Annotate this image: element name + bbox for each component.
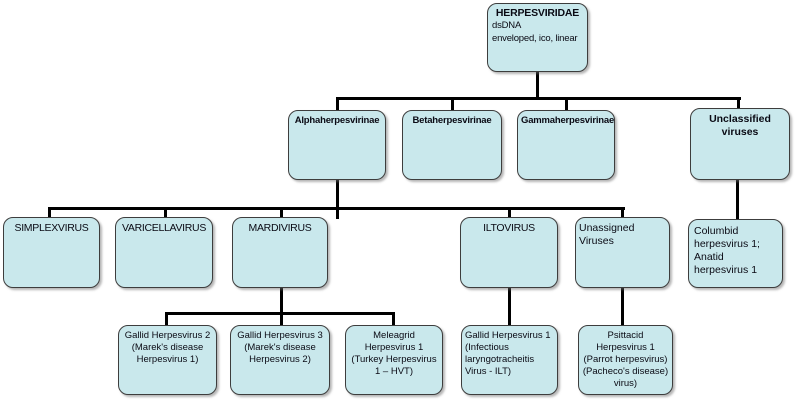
connector-species-bus	[165, 312, 395, 315]
node-gallid-herpesvirus-1: Gallid Herpesvirus 1 (Infectious laryngo…	[461, 325, 558, 395]
node-mardivirus: MARDIVIRUS	[232, 217, 328, 288]
node-gallid-herpesvirus-1-label: Gallid Herpesvirus 1 (Infectious laryngo…	[465, 330, 551, 377]
connector-stub-simplexvirus	[48, 209, 51, 218]
connector-stub-unclassified	[737, 99, 740, 109]
connector-stub-gammaherpesvirinae	[565, 99, 568, 111]
connector-unassigned-to-psittacid	[621, 287, 624, 326]
connector-stub-betaherpesvirinae	[451, 99, 454, 111]
node-varicellavirus-label: VARICELLAVIRUS	[121, 222, 207, 234]
node-gammaherpesvirinae-label: Gammaherpesvirinae	[521, 115, 615, 126]
node-psittacid-herpesvirus-1-label: Psittacid Herpesvirus 1 (Parrot herpesvi…	[582, 330, 669, 389]
connector-root-to-subfamily-bus	[536, 71, 539, 100]
connector-stub-gallid2	[165, 314, 168, 326]
node-simplexvirus-label: SIMPLEXVIRUS	[14, 222, 89, 234]
connector-stub-meleagrid	[392, 314, 395, 326]
node-betaherpesvirinae-label: Betaherpesvirinae	[412, 115, 492, 126]
node-unclassified-viruses-label: Unclassified viruses	[709, 113, 771, 139]
node-gallid-herpesvirus-3-label: Gallid Herpesvirus 3 (Marek's disease He…	[237, 330, 323, 365]
connector-stub-mardivirus	[280, 209, 283, 218]
connector-genus-bus	[48, 207, 625, 210]
node-mardivirus-label: MARDIVIRUS	[248, 222, 312, 234]
node-herpesviridae-title: HERPESVIRIDAE	[495, 7, 580, 19]
node-unclassified-viruses: Unclassified viruses	[690, 108, 790, 180]
node-herpesviridae: HERPESVIRIDAE dsDNA enveloped, ico, line…	[487, 3, 588, 72]
connector-iltovirus-to-gallid1	[508, 287, 511, 326]
connector-mardivirus-to-species-bus	[280, 287, 283, 326]
connector-unclassified-to-columbid	[736, 179, 739, 220]
node-simplexvirus: SIMPLEXVIRUS	[3, 217, 100, 288]
node-gallid-herpesvirus-3: Gallid Herpesvirus 3 (Marek's disease He…	[230, 325, 330, 395]
connector-stub-varicellavirus	[164, 209, 167, 218]
node-iltovirus: ILTOVIRUS	[460, 217, 558, 288]
node-meleagrid-herpesvirus-1: Meleagrid Herpesvirus 1 (Turkey Herpesvi…	[345, 325, 443, 395]
node-varicellavirus: VARICELLAVIRUS	[115, 217, 213, 288]
node-betaherpesvirinae: Betaherpesvirinae	[402, 110, 502, 180]
node-gammaherpesvirinae: Gammaherpesvirinae	[517, 110, 615, 180]
node-unassigned-viruses-label: Unassigned Viruses	[579, 222, 635, 248]
node-psittacid-herpesvirus-1: Psittacid Herpesvirus 1 (Parrot herpesvi…	[578, 325, 673, 395]
node-gallid-herpesvirus-2-label: Gallid Herpesvirus 2 (Marek's disease He…	[124, 330, 211, 365]
node-unassigned-viruses: Unassigned Viruses	[575, 217, 670, 288]
connector-stub-unassigned	[621, 209, 624, 218]
connector-subfamily-bus	[336, 97, 741, 100]
node-gallid-herpesvirus-2: Gallid Herpesvirus 2 (Marek's disease He…	[118, 325, 217, 395]
connector-stub-alphaherpesvirinae	[336, 99, 339, 111]
node-herpesviridae-body: dsDNA enveloped, ico, linear	[492, 20, 578, 44]
node-meleagrid-herpesvirus-1-label: Meleagrid Herpesvirus 1 (Turkey Herpesvi…	[351, 330, 437, 377]
node-columbid-anatid-herpesvirus: Columbid herpesvirus 1; Anatid herpesvir…	[688, 219, 783, 288]
node-columbid-anatid-herpesvirus-label: Columbid herpesvirus 1; Anatid herpesvir…	[694, 225, 760, 277]
node-alphaherpesvirinae: Alphaherpesvirinae	[288, 110, 386, 180]
node-alphaherpesvirinae-label: Alphaherpesvirinae	[294, 115, 380, 126]
connector-stub-iltovirus	[508, 209, 511, 218]
node-iltovirus-label: ILTOVIRUS	[483, 222, 535, 234]
connector-alpha-to-genus-bus	[336, 179, 339, 219]
